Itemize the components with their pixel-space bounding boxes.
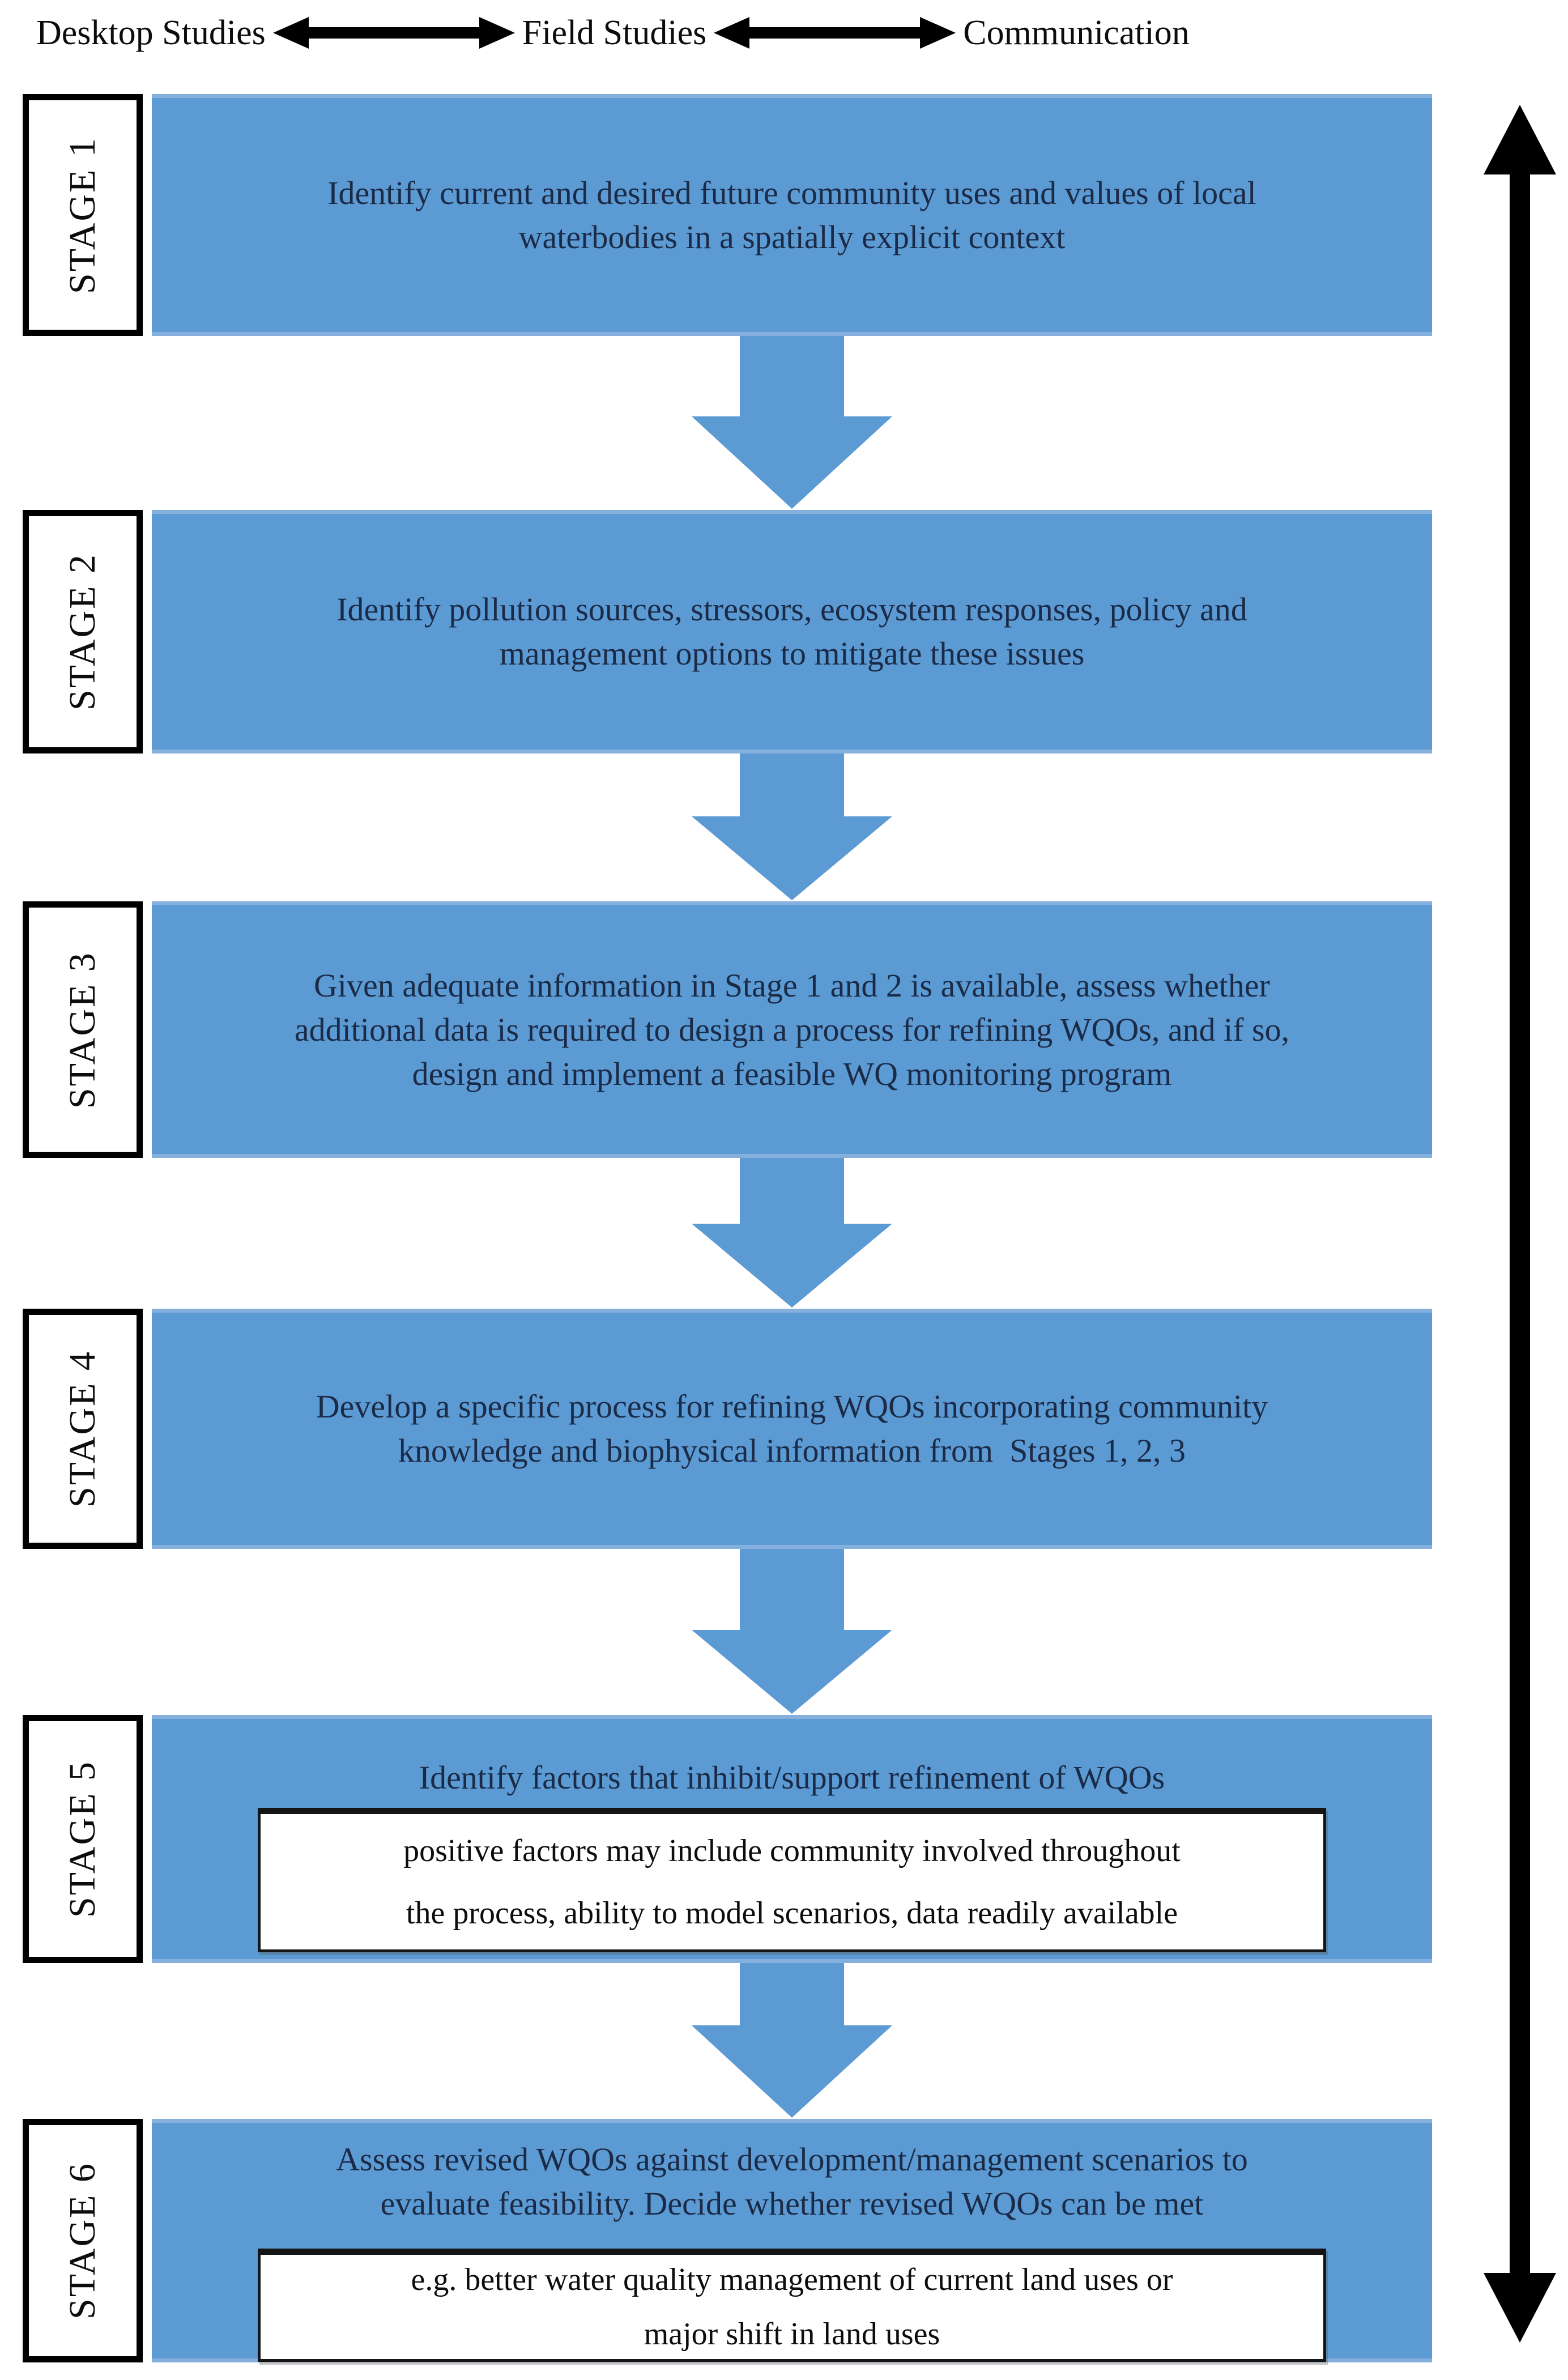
stage-4-box: Develop a specific process for refining … (152, 1309, 1432, 1549)
stage-4-row: STAGE 4 Develop a specific process for r… (0, 1309, 1568, 1549)
stage-6-note-box: e.g. better water quality management of … (258, 2249, 1326, 2362)
stage-2-text-line: Identify pollution sources, stressors, e… (336, 591, 1247, 628)
stage-2-row: STAGE 2 Identify pollution sources, stre… (0, 510, 1568, 753)
stage-3-text-line: Given adequate information in Stage 1 an… (314, 967, 1270, 1004)
legend-desktop-studies: Desktop Studies (36, 13, 266, 52)
down-arrow-icon (692, 1158, 892, 1308)
stage-3-text-line: design and implement a feasible WQ monit… (412, 1055, 1172, 1092)
stage-1-label-box: STAGE 1 (23, 94, 143, 336)
stage-6-box: Assess revised WQOs against development/… (152, 2119, 1432, 2362)
stage-2-box: Identify pollution sources, stressors, e… (152, 510, 1432, 753)
stage-3-text-line: additional data is required to design a … (294, 1011, 1290, 1048)
stage-1-text-line: waterbodies in a spatially explicit cont… (518, 218, 1066, 256)
study-type-legend: Desktop Studies Field Studies Communicat… (36, 6, 1190, 60)
stage-1-text-line: Identify current and desired future comm… (327, 174, 1256, 211)
stage-3-box: Given adequate information in Stage 1 an… (152, 901, 1432, 1158)
legend-communication: Communication (963, 13, 1190, 52)
stage-6-label-box: STAGE 6 (23, 2119, 143, 2362)
down-arrow-icon (692, 1549, 892, 1714)
stage-4-text-line: Develop a specific process for refining … (316, 1388, 1268, 1425)
stage-2-label-box: STAGE 2 (23, 510, 143, 753)
stage-6-note-line: major shift in land uses (644, 2317, 940, 2352)
stage-5-note-box: positive factors may include community i… (258, 1808, 1326, 1952)
stage-5-label: STAGE 5 (62, 1760, 104, 1918)
stage-4-label-box: STAGE 4 (23, 1309, 143, 1549)
stage-5-label-box: STAGE 5 (23, 1715, 143, 1963)
down-arrow-icon (692, 336, 892, 509)
stage-6-note-line: e.g. better water quality management of … (411, 2262, 1173, 2297)
stage-3-label: STAGE 3 (62, 951, 104, 1109)
down-arrow-icon (692, 1963, 892, 2118)
double-arrow-icon (272, 17, 515, 49)
vertical-double-arrow-icon (1484, 105, 1556, 2343)
stage-1-label: STAGE 1 (62, 136, 104, 294)
stage-2-text-line: management options to mitigate these iss… (499, 635, 1085, 672)
double-arrow-icon (714, 17, 956, 49)
stage-3-label-box: STAGE 3 (23, 901, 143, 1158)
stage-1-row: STAGE 1 Identify current and desired fut… (0, 94, 1568, 336)
stage-6-row: STAGE 6 Assess revised WQOs against deve… (0, 2119, 1568, 2362)
stage-1-box: Identify current and desired future comm… (152, 94, 1432, 336)
stage-6-text-line: Assess revised WQOs against development/… (336, 2141, 1248, 2178)
down-arrow-icon (692, 753, 892, 900)
stage-4-text-line: knowledge and biophysical information fr… (398, 1432, 1186, 1469)
stage-6-label: STAGE 6 (62, 2162, 104, 2319)
stage-5-note-line: positive factors may include community i… (403, 1833, 1181, 1868)
stage-6-text-line: evaluate feasibility. Decide whether rev… (380, 2185, 1204, 2222)
stage-5-row: STAGE 5 Identify factors that inhibit/su… (0, 1715, 1568, 1963)
stage-2-label: STAGE 2 (62, 553, 104, 710)
stage-3-row: STAGE 3 Given adequate information in St… (0, 901, 1568, 1158)
legend-field-studies: Field Studies (522, 13, 707, 52)
stage-5-note-line: the process, ability to model scenarios,… (406, 1895, 1178, 1931)
stage-5-text-line: Identify factors that inhibit/support re… (419, 1759, 1165, 1796)
stage-5-box: Identify factors that inhibit/support re… (152, 1715, 1432, 1963)
stage-4-label: STAGE 4 (62, 1350, 104, 1508)
